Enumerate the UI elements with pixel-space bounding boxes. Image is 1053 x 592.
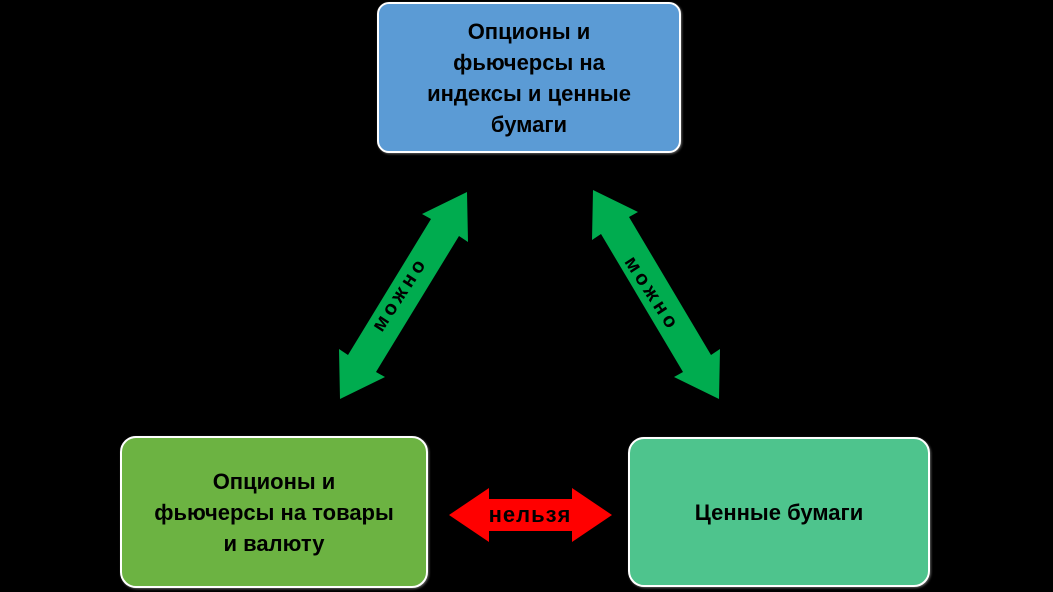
node-options-futures-indices-label: Опционы и фьючерсы на индексы и ценные б… xyxy=(427,18,631,137)
node-securities: Ценные бумаги xyxy=(628,437,930,587)
node-securities-label: Ценные бумаги xyxy=(694,499,864,525)
node-options-futures-commodities: Опционы и фьючерсы на товары и валюту xyxy=(120,436,428,588)
arrow-nelzya-bottom xyxy=(449,488,612,542)
edge-label-nelzya: нельзя xyxy=(488,502,572,527)
node-options-futures-indices: Опционы и фьючерсы на индексы и ценные б… xyxy=(377,2,681,153)
arrow-mozhno-left xyxy=(339,192,468,399)
node-options-futures-commodities-label: Опционы и фьючерсы на товары и валюту xyxy=(154,468,394,556)
arrow-mozhno-right xyxy=(592,190,720,399)
